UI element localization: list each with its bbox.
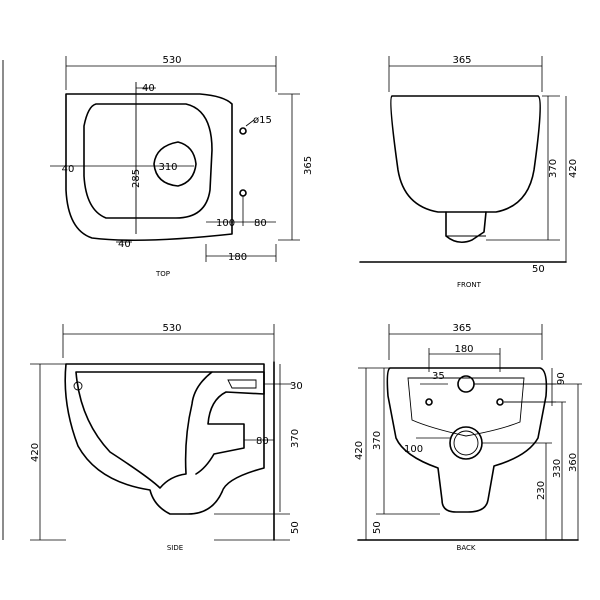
front-width-text: 365 [452, 55, 471, 66]
back-330-text: 330 [552, 459, 563, 478]
back-outlet-hole [449, 426, 483, 460]
side-rim-marker [73, 381, 83, 391]
back-370-text: 370 [372, 431, 383, 450]
side-base-text: 50 [290, 521, 301, 534]
back-fixing-hole-right [496, 398, 504, 406]
top-seat-opening [83, 103, 213, 219]
back-inner-frame [407, 377, 525, 437]
top-depth-text: 365 [303, 156, 314, 175]
back-view-label: BACK [457, 544, 476, 552]
top-inner-depth-text: 285 [131, 169, 142, 188]
side-inner-bowl [75, 371, 213, 489]
back-view: 365 180 35 90 100 420 370 [354, 323, 582, 552]
side-bowl-text: 370 [290, 429, 301, 448]
back-360-text: 360 [568, 453, 579, 472]
top-inner-width-text: 310 [158, 162, 177, 173]
front-view-label: FRONT [457, 281, 482, 289]
side-view: 530 80 30 370 420 50 SIDE [30, 323, 303, 552]
back-35-text: 35 [432, 371, 445, 382]
back-100-text: 100 [404, 444, 423, 455]
top-outlet-shape [153, 141, 197, 187]
back-outer-shell [386, 367, 548, 513]
back-width-text: 365 [452, 323, 471, 334]
side-height-text: 420 [30, 443, 41, 462]
front-bowl-text: 370 [548, 159, 559, 178]
top-rim-text: 40 [142, 83, 155, 94]
side-spigot-text: 30 [290, 381, 303, 392]
top-view: 530 40 ø15 40 310 285 365 40 100 [50, 55, 314, 278]
top-width-text: 530 [162, 55, 181, 66]
side-outlet-text: 80 [256, 436, 269, 447]
top-hole-lower [239, 189, 247, 197]
top-80-text: 80 [254, 218, 267, 229]
top-180-text: 180 [228, 252, 247, 263]
side-view-label: SIDE [167, 544, 183, 552]
top-view-label: TOP [155, 270, 170, 278]
top-100-text: 100 [216, 218, 235, 229]
back-420-text: 420 [354, 441, 365, 460]
top-hole-text: ø15 [253, 115, 272, 126]
top-left-text: 40 [62, 164, 75, 175]
top-hole-upper [239, 127, 247, 135]
back-50-text: 50 [372, 521, 383, 534]
back-fixing-hole-left [425, 398, 433, 406]
side-trap-path [195, 371, 265, 475]
front-foot-outline [445, 211, 487, 244]
side-outer-profile [64, 363, 265, 515]
front-height-text: 420 [568, 159, 579, 178]
back-230-text: 230 [536, 481, 547, 500]
front-bowl-outline [390, 95, 542, 213]
top-bottom-rim-text: 40 [118, 239, 131, 250]
back-90-text: 90 [556, 372, 567, 385]
side-length-text: 530 [162, 323, 181, 334]
top-outline [65, 93, 233, 242]
front-base-text: 50 [532, 264, 545, 275]
front-view: 365 370 420 50 FRONT [359, 55, 579, 289]
back-180-text: 180 [454, 344, 473, 355]
